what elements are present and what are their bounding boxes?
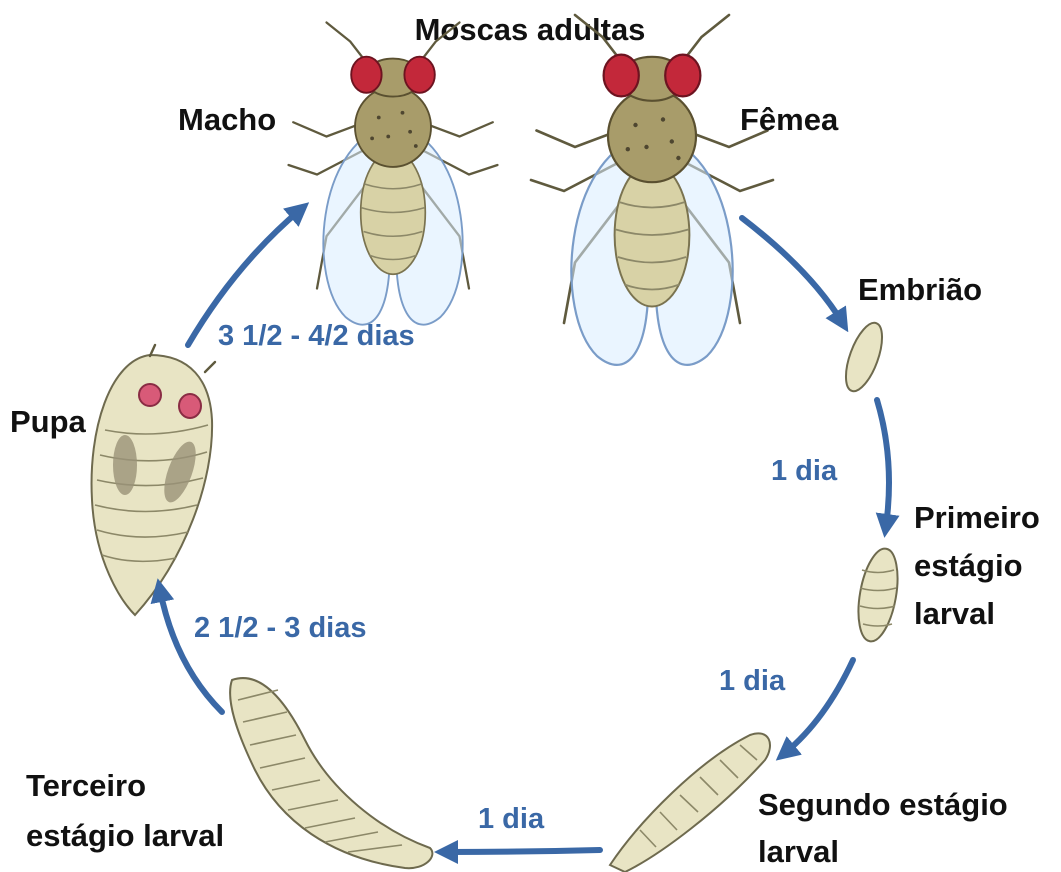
label-first-larval-2: estágio bbox=[914, 548, 1023, 583]
duration-first-to-second: 1 dia bbox=[719, 665, 786, 697]
duration-third-to-pupa: 2 1/2 - 3 dias bbox=[194, 612, 367, 644]
first-larva-illustration bbox=[852, 546, 904, 645]
label-female: Fêmea bbox=[740, 102, 839, 137]
label-embryo: Embrião bbox=[858, 272, 982, 307]
female-fly-illustration bbox=[531, 15, 773, 365]
embryo-illustration bbox=[839, 318, 890, 395]
duration-second-to-third: 1 dia bbox=[478, 803, 545, 835]
label-second-larval-1: Segundo estágio bbox=[758, 787, 1008, 822]
label-male: Macho bbox=[178, 102, 276, 137]
arrow-embryo-to-first-larval bbox=[877, 400, 889, 526]
label-third-larval-2: estágio larval bbox=[26, 818, 224, 853]
label-first-larval-3: larval bbox=[914, 596, 995, 631]
label-pupa: Pupa bbox=[10, 404, 87, 439]
arrow-female-to-embryo bbox=[742, 218, 842, 322]
second-larva-illustration bbox=[610, 733, 770, 872]
pupa-illustration bbox=[92, 345, 215, 615]
label-second-larval-2: larval bbox=[758, 834, 839, 869]
arrow-third-larval-to-pupa bbox=[160, 590, 222, 712]
label-third-larval-1: Terceiro bbox=[26, 768, 146, 803]
third-larva-illustration bbox=[230, 678, 432, 868]
male-fly-illustration bbox=[289, 22, 498, 324]
label-first-larval-1: Primeiro bbox=[914, 500, 1040, 535]
duration-embryo-to-first: 1 dia bbox=[771, 455, 838, 487]
arrow-second-to-third-larval bbox=[446, 850, 600, 852]
duration-pupa-to-adult: 3 1/2 - 4/2 dias bbox=[218, 320, 415, 352]
arrow-first-to-second-larval bbox=[785, 660, 853, 753]
